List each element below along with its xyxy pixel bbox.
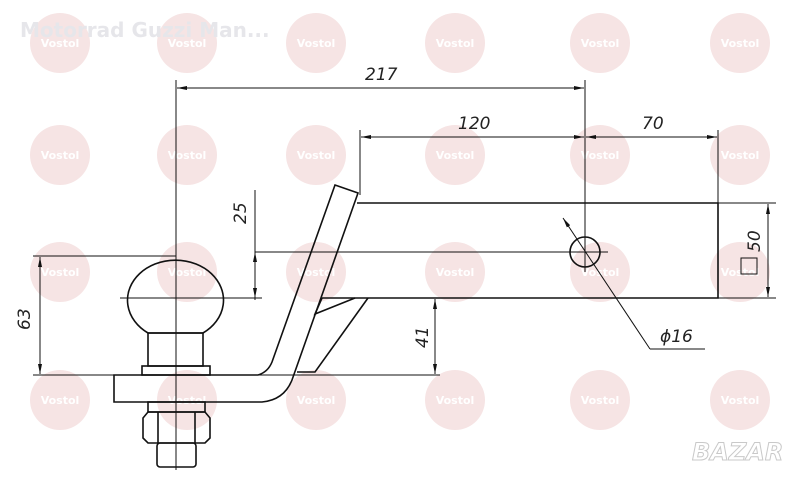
watermark-text: Vostol — [168, 394, 207, 407]
dim-217-label: 217 — [365, 65, 398, 85]
watermark-circle — [425, 125, 485, 185]
watermark-circle — [157, 242, 217, 302]
gusset — [297, 297, 369, 373]
hex-nut — [142, 411, 211, 444]
dim-50-label: 50 — [745, 230, 765, 252]
watermark-circle — [30, 13, 90, 73]
watermark-circle — [286, 370, 346, 430]
watermark-text: Vostol — [721, 37, 760, 50]
watermark-text: Vostol — [581, 37, 620, 50]
watermark-text: Vostol — [41, 266, 80, 279]
watermark-text: Vostol — [436, 37, 475, 50]
watermark-text: Vostol — [168, 149, 207, 162]
watermark-text: Vostol — [581, 394, 620, 407]
drawbar-arm — [113, 183, 360, 403]
watermark-circle — [710, 242, 770, 302]
watermark-text: Vostol — [41, 149, 80, 162]
square-section-symbol — [740, 257, 758, 275]
watermark-text: Vostol — [41, 394, 80, 407]
watermark-grid: VostolVostolVostolVostolVostolVostolVost… — [30, 13, 770, 430]
bolt-end — [156, 442, 197, 468]
watermark-circle — [286, 13, 346, 73]
tow-ball — [126, 259, 225, 334]
watermark-circle — [157, 125, 217, 185]
watermark-text: Vostol — [41, 37, 80, 50]
watermark-text: Vostol — [436, 394, 475, 407]
watermark-circle — [570, 370, 630, 430]
watermark-text: Vostol — [721, 394, 760, 407]
dim-63-label: 63 — [15, 308, 35, 330]
watermark-text: Vostol — [436, 149, 475, 162]
page-title: Motorrad Guzzi Man... — [20, 18, 270, 42]
watermark-circle — [286, 125, 346, 185]
pin-hole — [569, 236, 601, 268]
watermark-circle — [425, 370, 485, 430]
watermark-circle — [710, 370, 770, 430]
dim-hole-label: ϕ16 — [660, 327, 693, 347]
watermark-text: Vostol — [581, 149, 620, 162]
dim-120-label: 120 — [458, 114, 490, 134]
bazar-logo: BAZAR — [691, 438, 784, 467]
watermark-circle — [286, 242, 346, 302]
dim-41-label: 41 — [413, 326, 433, 348]
watermark-text: Vostol — [436, 266, 475, 279]
watermark-circle — [30, 370, 90, 430]
watermark-circle — [157, 370, 217, 430]
dim-25-label: 25 — [231, 202, 251, 224]
receiver-tube — [322, 202, 719, 299]
watermark-circle — [570, 13, 630, 73]
watermark-circle — [710, 13, 770, 73]
watermark-circle — [710, 125, 770, 185]
watermark-text: Vostol — [168, 37, 207, 50]
watermark-text: Vostol — [721, 149, 760, 162]
watermark-text: Vostol — [721, 266, 760, 279]
watermark-circle — [425, 13, 485, 73]
watermark-text: Vostol — [297, 37, 336, 50]
watermark-circle — [425, 242, 485, 302]
hole-leader — [562, 217, 651, 350]
watermark-text: Vostol — [581, 266, 620, 279]
watermark-text: Vostol — [297, 394, 336, 407]
watermark-circle — [30, 242, 90, 302]
watermark-circle — [30, 125, 90, 185]
watermark-text: Vostol — [297, 149, 336, 162]
dim-70-label: 70 — [642, 114, 664, 134]
watermark-text: Vostol — [168, 266, 207, 279]
watermark-text: Vostol — [297, 266, 336, 279]
watermark-circle — [157, 13, 217, 73]
